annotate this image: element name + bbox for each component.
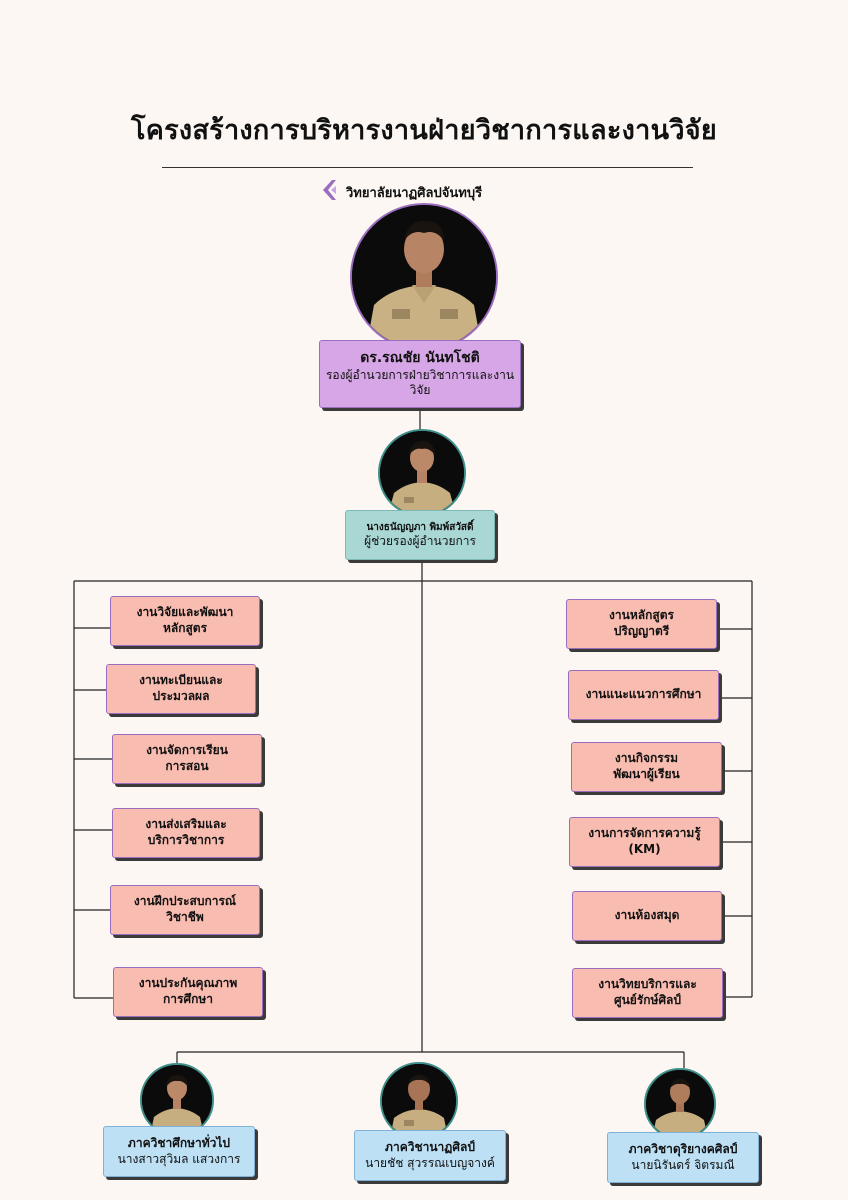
unit-academic-resources-arts-center: งานวิทยบริการและ ศูนย์รักษ์ศิลป์ (572, 968, 723, 1018)
unit-label-line1: งานแนะแนวการศึกษา (585, 687, 702, 702)
unit-registration-assessment: งานทะเบียนและ ประมวลผล (106, 664, 256, 714)
assistant-position: ผู้ช่วยรองผู้อำนวยการ (364, 533, 476, 548)
unit-label-line2: บริการวิชาการ (147, 833, 225, 847)
college-logo-icon (320, 179, 340, 205)
head-name: ดร.รณชัย นันทโชติ (360, 350, 480, 367)
unit-label-line1: งานห้องสมุด (614, 908, 680, 923)
page-title: โครงสร้างการบริหารงานฝ่ายวิชาการและงานวิ… (130, 115, 718, 146)
unit-label-line2: พัฒนาผู้เรียน (613, 767, 680, 781)
unit-bachelor-curriculum: งานหลักสูตร ปริญญาตรี (566, 599, 717, 649)
unit-label-line2: ปริญญาตรี (613, 624, 670, 638)
unit-quality-assurance: งานประกันคุณภาพ การศึกษา (113, 967, 263, 1017)
assistant-name: นางธนัญญภา พิมพ์สวัสดิ์ (366, 521, 474, 533)
dept-music-box: ภาควิชาดุริยางคศิลป์ นายนิรันดร์ จิตรมณี (607, 1132, 759, 1183)
unit-label-line2: หลักสูตร (162, 621, 208, 635)
dept-general-education-photo (140, 1063, 214, 1137)
unit-research-curriculum: งานวิจัยและพัฒนา หลักสูตร (110, 596, 260, 646)
dept-general-education-box: ภาควิชาศึกษาทั่วไป นางสาวสุวิมล แสวงการ (103, 1126, 255, 1177)
unit-label-line1: งานทะเบียนและ (139, 673, 223, 688)
dept-name: ภาควิชาศึกษาทั่วไป (127, 1135, 231, 1150)
dept-head-name: นายนิรันดร์ จิตรมณี (631, 1157, 735, 1172)
dept-head-name: นายชัช สุวรรณเบญจางค์ (365, 1155, 495, 1170)
dept-performing-arts-box: ภาควิชานาฏศิลป์ นายชัช สุวรรณเบญจางค์ (354, 1130, 506, 1181)
unit-label-line1: งานประกันคุณภาพ (138, 976, 238, 991)
unit-label-line2: การสอน (165, 759, 209, 773)
head-position: รองผู้อำนวยการฝ่ายวิชาการและงานวิจัย (325, 367, 515, 398)
unit-label-line2: (KM) (628, 842, 661, 856)
unit-student-activities: งานกิจกรรม พัฒนาผู้เรียน (571, 742, 722, 792)
unit-educational-guidance: งานแนะแนวการศึกษา (568, 670, 719, 720)
head-box: ดร.รณชัย นันทโชติ รองผู้อำนวยการฝ่ายวิชา… (319, 340, 521, 408)
unit-label-line2: ศูนย์รักษ์ศิลป์ (613, 993, 682, 1007)
college-name: วิทยาลัยนาฏศิลปจันทบุรี (346, 185, 483, 201)
assistant-photo (378, 429, 466, 517)
assistant-box: นางธนัญญภา พิมพ์สวัสดิ์ ผู้ช่วยรองผู้อำน… (345, 510, 495, 560)
dept-music-photo (644, 1068, 716, 1140)
unit-teaching-management: งานจัดการเรียน การสอน (112, 734, 262, 784)
college-header: วิทยาลัยนาฏศิลปจันทบุรี (320, 179, 482, 205)
unit-label-line1: งานส่งเสริมและ (145, 817, 227, 832)
unit-label-line2: วิชาชีพ (166, 910, 204, 924)
unit-label-line1: งานจัดการเรียน (146, 743, 228, 758)
dept-performing-arts-photo (380, 1062, 458, 1140)
unit-library: งานห้องสมุด (572, 891, 722, 941)
dept-name: ภาควิชานาฏศิลป์ (385, 1139, 475, 1154)
unit-label-line1: งานการจัดการความรู้ (588, 826, 701, 841)
unit-label-line2: ประมวลผล (152, 689, 210, 703)
unit-knowledge-management: งานการจัดการความรู้ (KM) (569, 817, 720, 867)
head-photo (350, 203, 498, 351)
unit-professional-training: งานฝึกประสบการณ์ วิชาชีพ (110, 885, 260, 935)
dept-head-name: นางสาวสุวิมล แสวงการ (117, 1151, 241, 1166)
unit-academic-services: งานส่งเสริมและ บริการวิชาการ (112, 808, 260, 858)
unit-label-line1: งานหลักสูตร (609, 608, 674, 623)
unit-label-line1: งานวิทยบริการและ (598, 977, 697, 992)
unit-label-line1: งานวิจัยและพัฒนา (136, 605, 234, 620)
title-divider (162, 167, 693, 168)
unit-label-line1: งานกิจกรรม (614, 751, 679, 766)
unit-label-line2: การศึกษา (163, 992, 213, 1006)
dept-name: ภาควิชาดุริยางคศิลป์ (628, 1141, 738, 1156)
unit-label-line1: งานฝึกประสบการณ์ (133, 894, 237, 909)
